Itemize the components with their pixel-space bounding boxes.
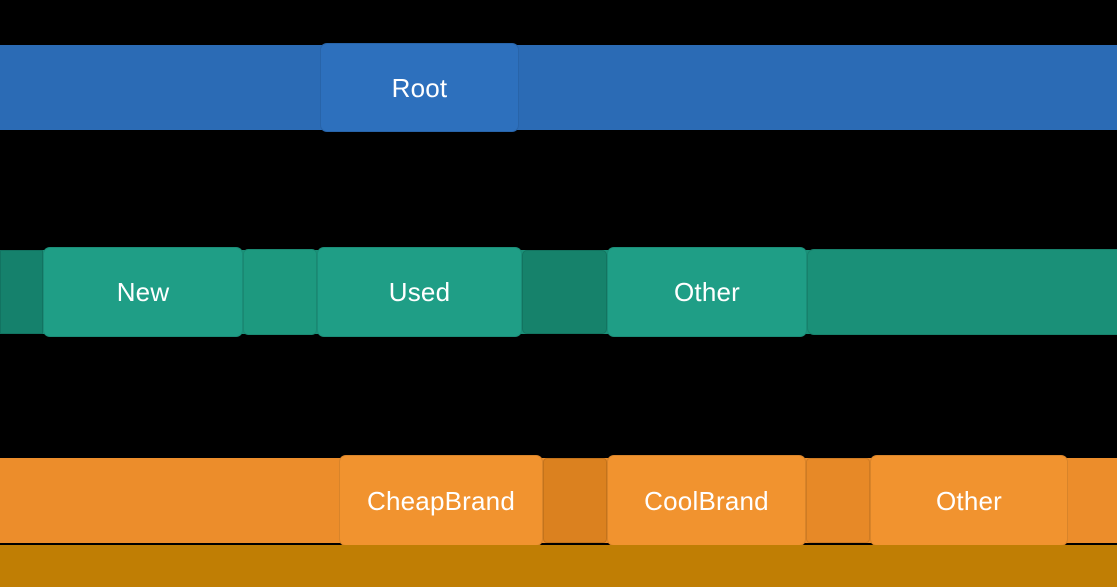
node-label: CheapBrand: [367, 485, 515, 516]
node-label: CoolBrand: [644, 485, 769, 516]
level-2-segment: [807, 249, 1117, 335]
node-label: New: [116, 277, 170, 307]
node-label: Used: [388, 277, 451, 307]
icicle-node-other-l2[interactable]: Other: [607, 247, 807, 337]
icicle-node-coolbrand-l3[interactable]: CoolBrand: [607, 455, 806, 546]
node-label: Other: [935, 485, 1003, 516]
icicle-node-root-l1[interactable]: Root: [320, 43, 519, 132]
level-3-segment: [543, 458, 607, 543]
node-label: Other: [673, 277, 741, 307]
icicle-node-new-l2[interactable]: New: [43, 247, 243, 337]
icicle-node-cheapbrand-l3[interactable]: CheapBrand: [339, 455, 543, 546]
node-label: Root: [391, 72, 448, 103]
level-2-segment: [522, 250, 607, 334]
level-1-band: [0, 45, 1117, 130]
level-2-segment: [243, 249, 317, 335]
icicle-node-used-l2[interactable]: Used: [317, 247, 522, 337]
level-3-segment: [806, 458, 870, 543]
icicle-node-other-l3[interactable]: Other: [870, 455, 1068, 546]
level-2-segment: [0, 250, 43, 334]
level-4-clipped-band: [0, 545, 1117, 587]
